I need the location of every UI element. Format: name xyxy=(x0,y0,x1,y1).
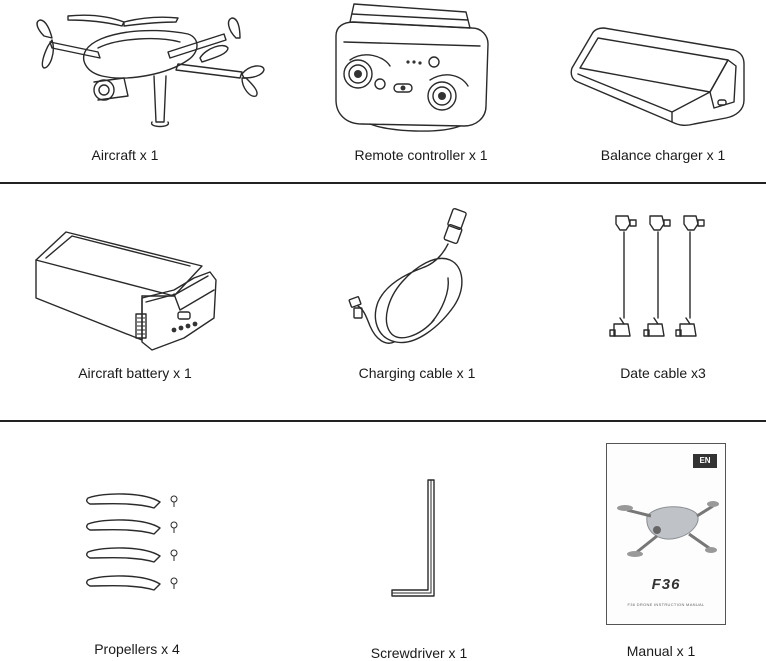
screwdriver-icon xyxy=(391,479,435,597)
manual-title: F36 xyxy=(651,576,681,593)
charging-cable-icon xyxy=(348,208,467,344)
manual-language-badge: EN xyxy=(693,454,717,468)
item-label: Date cable x3 xyxy=(620,365,706,381)
item-label: Remote controller x 1 xyxy=(354,147,488,163)
item-label: Screwdriver x 1 xyxy=(370,645,468,661)
manual-icon: EN F36 F36 DRONE INSTRUCTION MANUAL xyxy=(606,443,726,625)
battery-icon xyxy=(35,231,217,351)
balance-charger-icon xyxy=(570,27,745,127)
item-label: Aircraft x 1 xyxy=(91,147,159,163)
section-divider xyxy=(0,420,766,422)
item-label: Aircraft battery x 1 xyxy=(78,365,192,381)
item-label: Manual x 1 xyxy=(626,643,696,659)
manual-drone-illustration xyxy=(617,501,719,557)
propellers-icon xyxy=(86,493,178,591)
section-divider xyxy=(0,182,766,184)
item-label: Charging cable x 1 xyxy=(358,365,476,381)
aircraft-icon xyxy=(36,14,265,128)
remote-controller-icon xyxy=(335,3,489,132)
manual-subtitle: F36 DRONE INSTRUCTION MANUAL xyxy=(627,602,705,607)
item-label: Balance charger x 1 xyxy=(600,147,726,163)
data-cable-icon xyxy=(609,215,705,337)
item-label: Propellers x 4 xyxy=(94,641,180,657)
